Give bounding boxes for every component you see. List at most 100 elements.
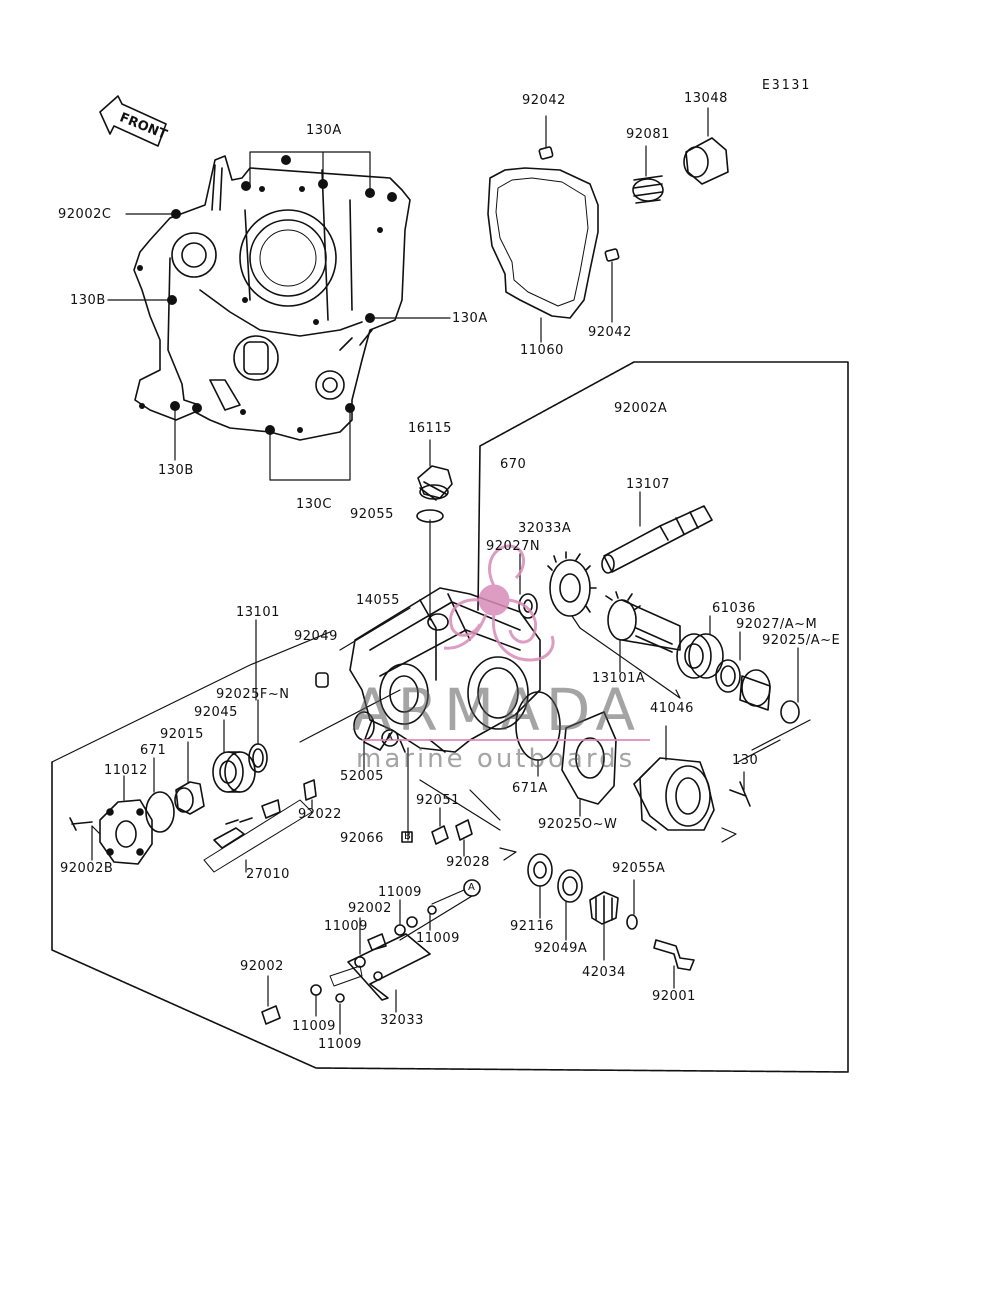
part-label: 671 — [140, 743, 167, 758]
part-label: 92055A — [612, 861, 666, 876]
part-label: 92045 — [194, 705, 238, 720]
part-label: 27010 — [246, 867, 290, 882]
collar-92049A — [557, 869, 583, 903]
callout-a-label: A — [386, 732, 394, 743]
part-label: 92015 — [160, 727, 204, 742]
housing-41046 — [633, 757, 715, 831]
part-label: 13101 — [236, 605, 280, 620]
part-label: 92025F~N — [216, 687, 290, 702]
gasket-11060 — [487, 167, 599, 319]
part-label: 52005 — [340, 769, 384, 784]
part-label: 92042 — [522, 93, 566, 108]
part-label: 130A — [452, 311, 488, 326]
part-label: 92002 — [348, 901, 392, 916]
gear-13101A — [605, 591, 681, 653]
bolt-92002B — [69, 817, 93, 831]
part-label: 14055 — [356, 593, 400, 608]
part-label: 13048 — [684, 91, 728, 106]
part-label: 92002C — [58, 207, 112, 222]
part-label: 92002 — [240, 959, 284, 974]
spring-92081 — [632, 175, 664, 204]
watermark-tagline: marine outboards — [356, 744, 636, 774]
collar-92025 — [739, 669, 771, 711]
part-label: 92049A — [534, 941, 588, 956]
part-label: 11009 — [292, 1019, 336, 1034]
part-label: 92001 — [652, 989, 696, 1004]
nut-11009-a — [394, 924, 406, 936]
part-label: 92028 — [446, 855, 490, 870]
part-label: 92025/A~E — [762, 633, 841, 648]
cover-11012 — [99, 799, 153, 865]
sleeve-13048 — [683, 137, 729, 185]
part-label: 670 — [500, 457, 527, 472]
part-label: 11009 — [318, 1037, 362, 1052]
bolt-130 — [729, 781, 751, 807]
collar-92028 — [455, 819, 473, 841]
part-label: 92066 — [340, 831, 384, 846]
dowel-pin-bottom — [604, 248, 620, 262]
part-label: 92055 — [350, 507, 394, 522]
part-label: 11009 — [416, 931, 460, 946]
part-label: 61036 — [712, 601, 756, 616]
part-label: 130A — [306, 123, 342, 138]
diagram-code: E3131 — [762, 78, 812, 93]
part-label: 92025O~W — [538, 817, 618, 832]
oil-filler-cap-16115 — [417, 465, 453, 501]
part-label: 130 — [732, 753, 759, 768]
dowel-pin-top — [538, 146, 554, 160]
collar-92049 — [315, 672, 329, 688]
bracket-32033 — [347, 933, 431, 1001]
part-label: 11009 — [324, 919, 368, 934]
part-label: 92022 — [298, 807, 342, 822]
part-label: 92027N — [486, 539, 541, 554]
washer-92022 — [303, 779, 317, 801]
part-label: 130B — [158, 463, 194, 478]
bolt-92001 — [653, 939, 695, 971]
bolt-92002-mid — [367, 933, 387, 951]
part-label: 11012 — [104, 763, 148, 778]
shaft-13107 — [601, 505, 713, 574]
part-label: 11060 — [520, 343, 564, 358]
bolt-92002-low — [261, 1005, 281, 1025]
part-label: 92042 — [588, 325, 632, 340]
circlip — [780, 700, 800, 724]
nut-92051 — [431, 825, 449, 845]
part-label: 13101A — [592, 671, 646, 686]
part-label: 92002A — [614, 401, 668, 416]
gear-92027N — [547, 551, 597, 617]
callout-b — [401, 831, 413, 843]
part-label: 42034 — [582, 965, 626, 980]
o-ring-92055 — [416, 509, 444, 523]
part-label: 671A — [512, 781, 548, 796]
bearing-61036 — [676, 633, 724, 679]
gear-42034 — [589, 891, 619, 925]
part-label: 92002B — [60, 861, 114, 876]
part-label: 92051 — [416, 793, 460, 808]
o-ring-671 — [145, 791, 175, 833]
switch-body — [261, 799, 281, 819]
gasket-92025O-W — [561, 711, 617, 805]
part-label: 92116 — [510, 919, 554, 934]
watermark-brand: ARMADA — [352, 676, 642, 744]
part-label: 32033A — [518, 521, 572, 536]
part-label: 11009 — [378, 885, 422, 900]
part-label: 41046 — [650, 701, 694, 716]
part-label: 130B — [70, 293, 106, 308]
switch-27010 — [213, 827, 245, 849]
seal-92027 — [715, 659, 741, 693]
crankcase-housing — [133, 155, 411, 441]
o-ring-92055A — [626, 914, 638, 930]
part-label: 13107 — [626, 477, 670, 492]
callout-a-case — [381, 729, 399, 747]
part-label: 92049 — [294, 629, 338, 644]
part-label: 16115 — [408, 421, 452, 436]
part-label: 130C — [296, 497, 332, 512]
callout-b-label: B — [404, 831, 412, 842]
part-label: 92027/A~M — [736, 617, 818, 632]
sleeve-92015 — [174, 781, 205, 815]
part-label: 32033 — [380, 1013, 424, 1028]
part-label: 92081 — [626, 127, 670, 142]
callout-a-label: A — [468, 882, 476, 893]
